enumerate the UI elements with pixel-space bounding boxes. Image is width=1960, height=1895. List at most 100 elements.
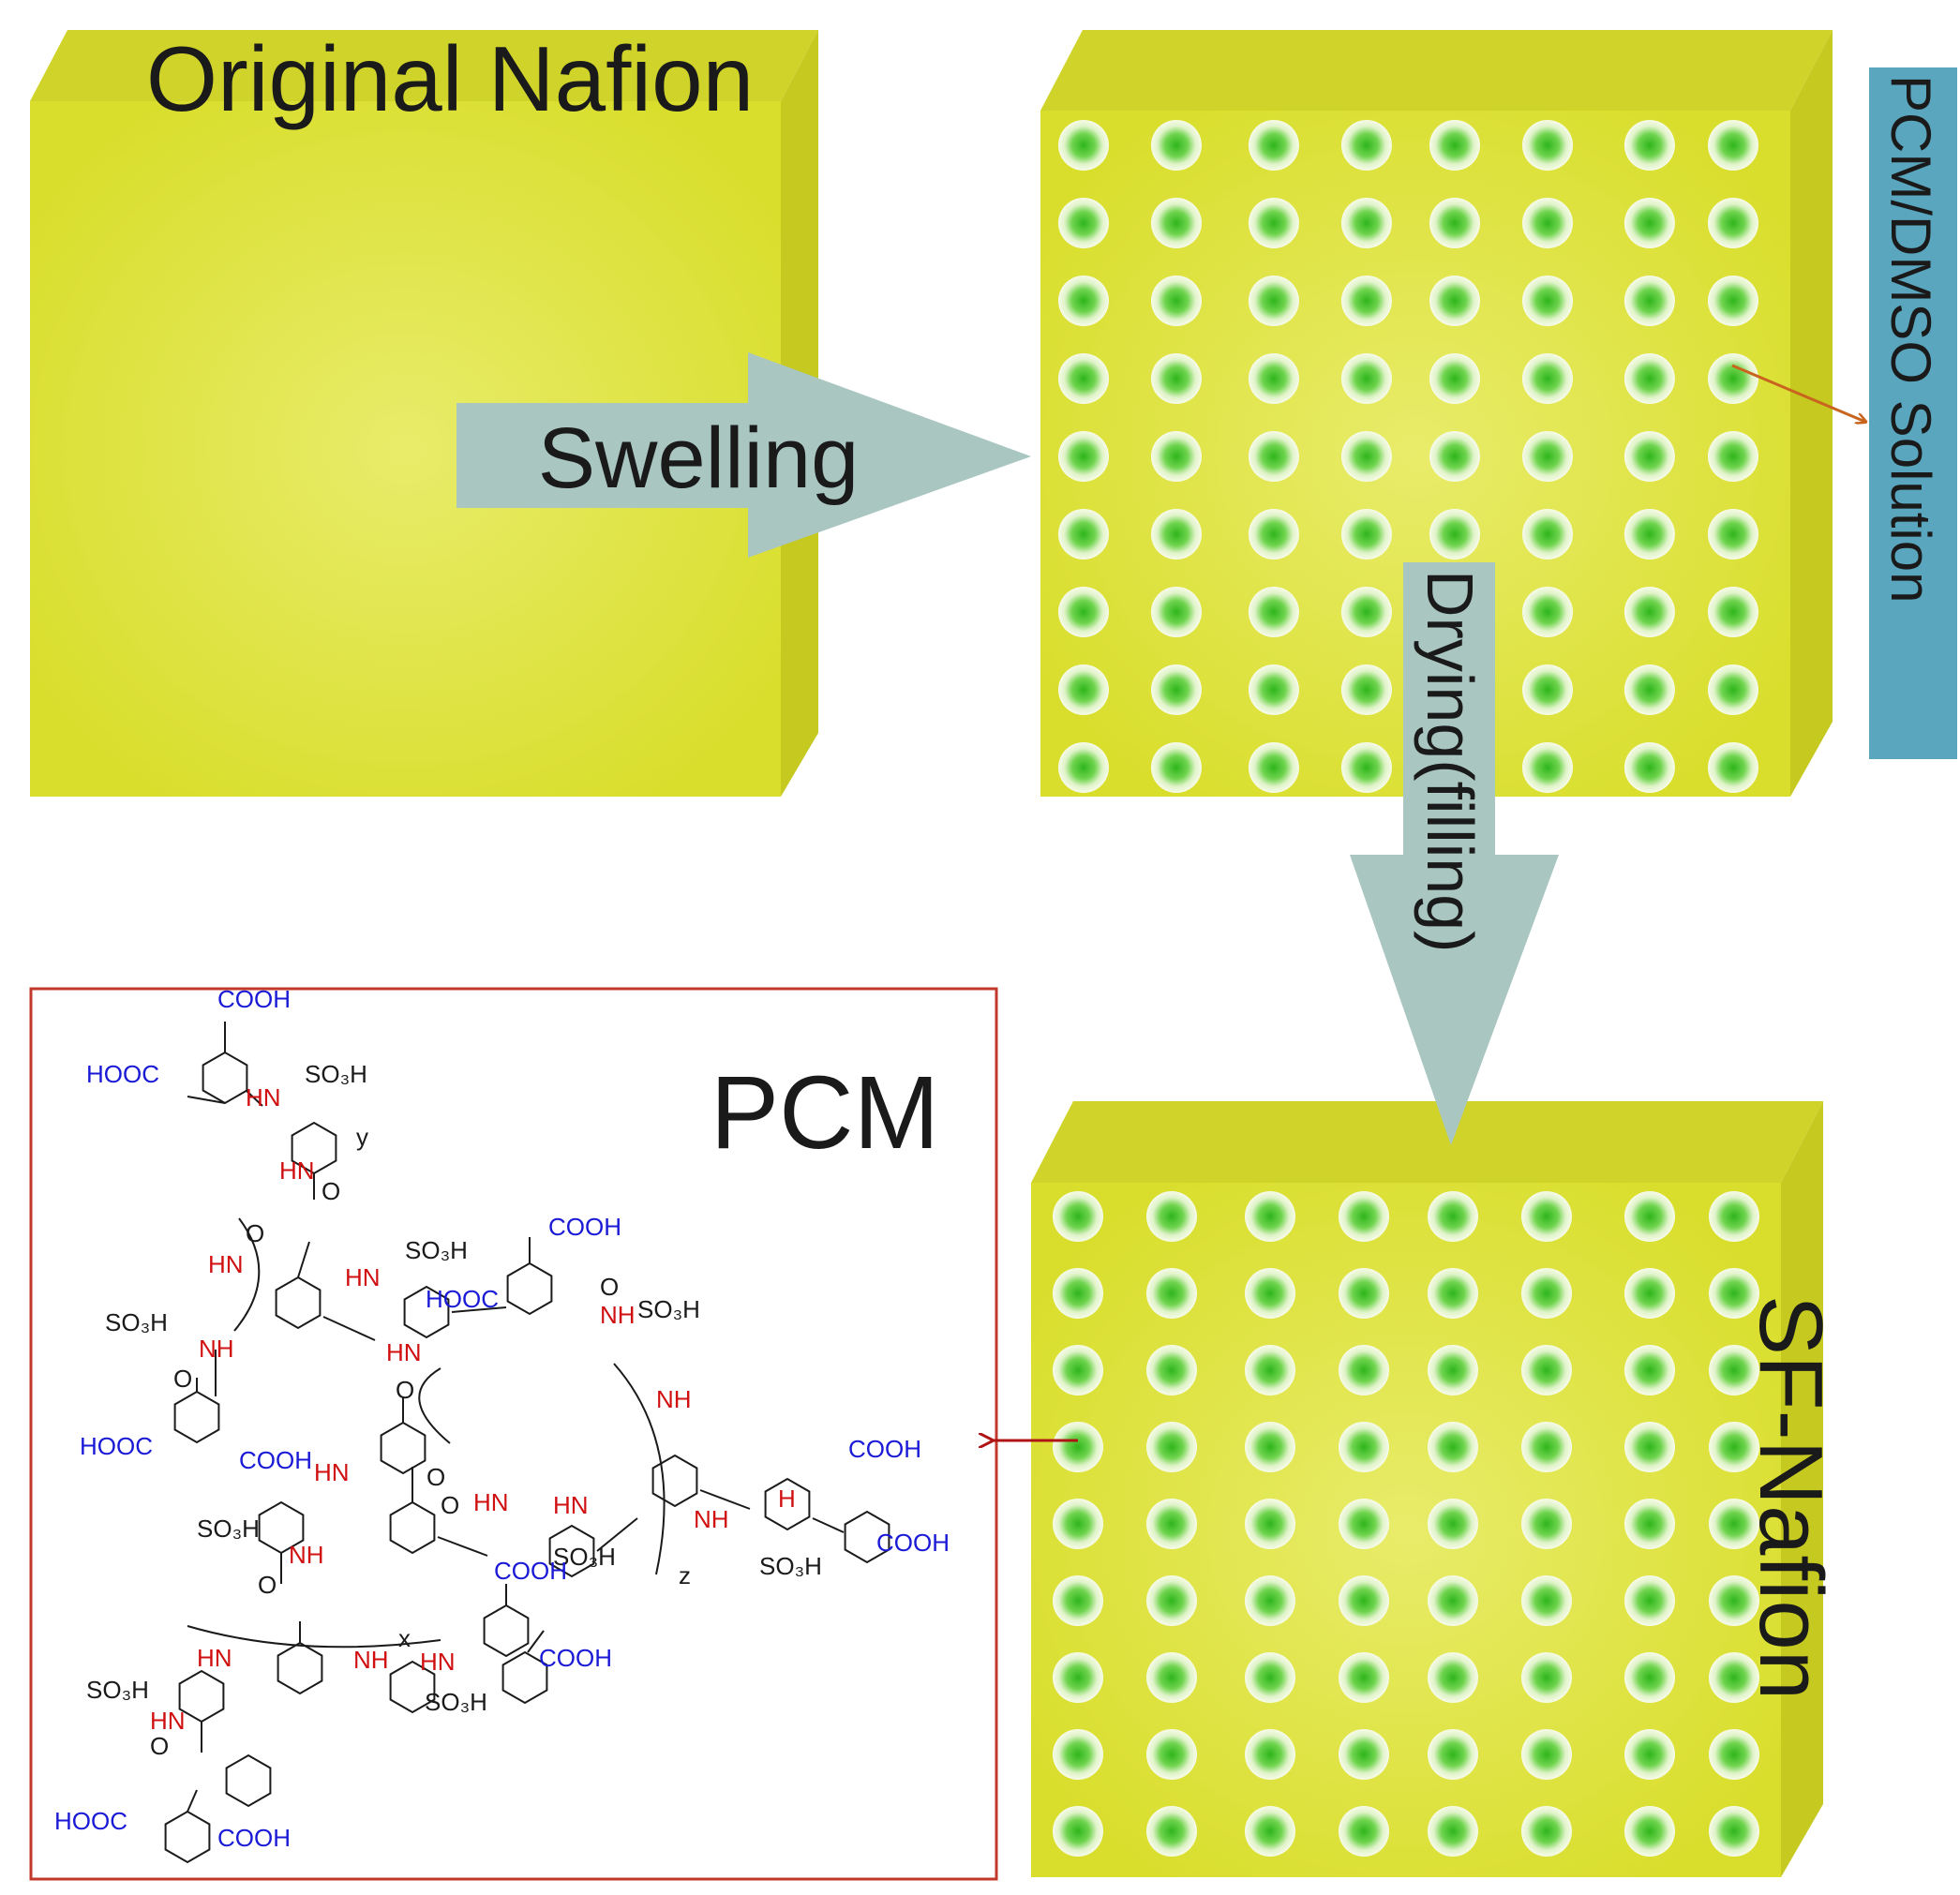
- pore: [1428, 1806, 1478, 1857]
- pore: [1521, 1499, 1572, 1549]
- pore: [1248, 742, 1299, 793]
- atom-label-so3h: SO₃H: [86, 1676, 149, 1704]
- atom-label-nh: NH: [353, 1646, 389, 1674]
- drying-arrow: [1350, 562, 1559, 1145]
- pore: [1709, 1191, 1759, 1242]
- polymer-chain-bracket: [187, 1625, 441, 1649]
- pore: [1709, 1652, 1759, 1703]
- atom-label-cooh: COOH: [548, 1213, 621, 1241]
- atom-label-x: x: [398, 1624, 411, 1652]
- pore: [1053, 1652, 1103, 1703]
- atom-label-so3h: SO₃H: [305, 1060, 367, 1088]
- pore: [1429, 120, 1480, 171]
- pcm-bonds: [164, 1022, 890, 1864]
- pore: [1248, 353, 1299, 404]
- pore: [1245, 1729, 1295, 1780]
- atom-label-cooh: COOH: [876, 1529, 950, 1557]
- benzene-ring: [380, 1421, 426, 1475]
- pore: [1429, 276, 1480, 326]
- bond: [451, 1306, 507, 1313]
- benzene-ring: [389, 1660, 436, 1714]
- pore: [1708, 509, 1758, 560]
- pore: [1245, 1268, 1295, 1319]
- atom-label-hooc: HOOC: [426, 1285, 499, 1313]
- atom-label-cooh: COOH: [848, 1435, 921, 1463]
- pore: [1151, 509, 1202, 560]
- pore: [1339, 1191, 1389, 1242]
- atom-label-o: O: [322, 1177, 340, 1205]
- pore: [1428, 1345, 1478, 1395]
- atom-label-hn: HN: [246, 1083, 281, 1112]
- benzene-ring: [844, 1510, 890, 1564]
- benzene-ring: [389, 1500, 436, 1555]
- pore: [1151, 276, 1202, 326]
- pore: [1340, 276, 1392, 326]
- pore: [1248, 431, 1299, 482]
- pore: [1245, 1191, 1295, 1242]
- pore: [1624, 1575, 1675, 1626]
- pore: [1053, 1806, 1103, 1857]
- pore: [1058, 431, 1109, 482]
- pore: [1058, 120, 1109, 171]
- atom-label-z: z: [679, 1561, 691, 1589]
- bond: [297, 1241, 310, 1278]
- benzene-ring: [225, 1753, 272, 1808]
- atom-label-y: y: [356, 1123, 368, 1151]
- pore: [1340, 742, 1392, 793]
- polymer-chain-bracket: [613, 1363, 666, 1575]
- sf-nafion-membrane: [1031, 1101, 1823, 1877]
- atom-label-o: O: [258, 1571, 277, 1599]
- atom-label-nh: NH: [694, 1505, 729, 1533]
- benzene-ring: [506, 1261, 553, 1316]
- atom-label-o: O: [246, 1219, 264, 1247]
- bond: [322, 1316, 376, 1341]
- atom-label-hn: HN: [150, 1707, 186, 1735]
- pore: [1339, 1806, 1389, 1857]
- pore: [1624, 1499, 1675, 1549]
- pore: [1248, 198, 1299, 248]
- benzene-ring: [173, 1390, 220, 1444]
- pore: [1623, 198, 1675, 248]
- atom-label-hn: HN: [314, 1458, 350, 1486]
- pore: [1053, 1268, 1103, 1319]
- pore: [1146, 1191, 1197, 1242]
- polymer-chain-bracket: [233, 1217, 261, 1332]
- pore: [1151, 120, 1202, 171]
- sf-nafion-pores: [1053, 1191, 1759, 1857]
- pore: [1058, 353, 1109, 404]
- atom-label-hn: HN: [345, 1263, 381, 1291]
- pore: [1053, 1575, 1103, 1626]
- swelling-label: Swelling: [538, 410, 860, 506]
- atom-label-hn: HN: [420, 1648, 456, 1676]
- pore: [1146, 1345, 1197, 1395]
- pore: [1623, 431, 1675, 482]
- atom-label-o: O: [150, 1732, 169, 1760]
- pore: [1708, 431, 1758, 482]
- pore: [1709, 1729, 1759, 1780]
- atom-label-hn: HN: [473, 1488, 509, 1516]
- pore: [1245, 1652, 1295, 1703]
- pore: [1339, 1268, 1389, 1319]
- pore: [1708, 198, 1758, 248]
- pore: [1248, 276, 1299, 326]
- atom-label-so3h: SO₃H: [105, 1308, 168, 1336]
- pore: [1709, 1806, 1759, 1857]
- pore: [1624, 1652, 1675, 1703]
- atom-label-hn: HN: [279, 1156, 315, 1185]
- pore: [1340, 509, 1392, 560]
- pcm-structure-frame: [29, 987, 998, 1881]
- pore: [1522, 742, 1573, 793]
- pore: [1522, 587, 1573, 637]
- pore: [1151, 664, 1202, 715]
- pcm-label: PCM: [711, 1055, 939, 1171]
- atom-label-o: O: [600, 1273, 619, 1301]
- pore: [1146, 1806, 1197, 1857]
- bond: [246, 1090, 263, 1107]
- pore: [1522, 120, 1573, 171]
- pore: [1151, 431, 1202, 482]
- pore: [1146, 1422, 1197, 1472]
- pore: [1429, 353, 1480, 404]
- benzene-ring: [548, 1524, 595, 1578]
- pore: [1053, 1729, 1103, 1780]
